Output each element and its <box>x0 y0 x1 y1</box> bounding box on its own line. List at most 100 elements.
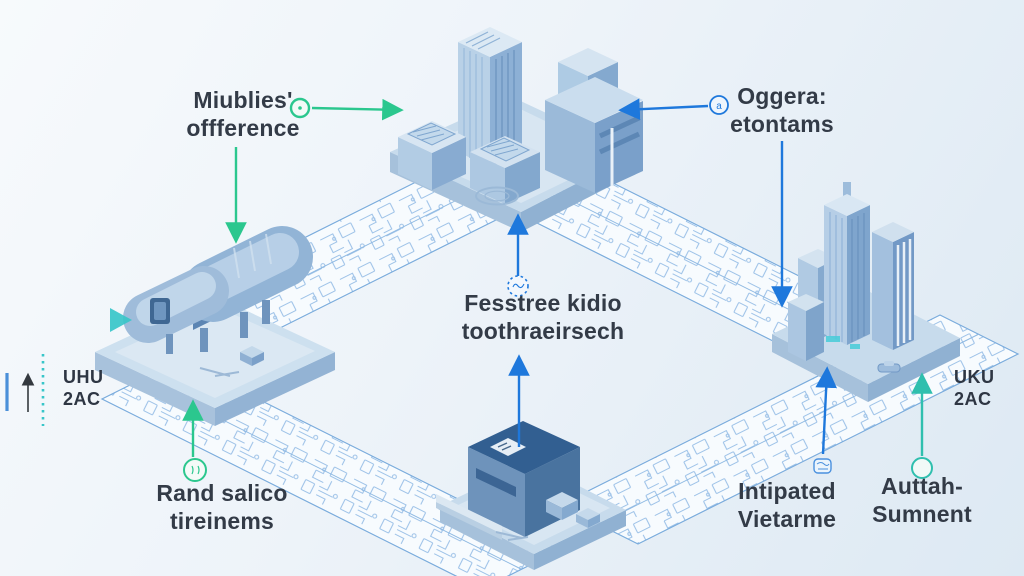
cube-left-face <box>468 447 525 537</box>
left-axis-marker-line1: UHU <box>63 367 104 387</box>
annotation-center: Fesstree kidio toothraeirsech <box>418 289 668 345</box>
blue-circle-glyph: a <box>716 101 722 112</box>
cube-side-window-band <box>476 468 516 497</box>
bottom-equipment <box>495 492 600 541</box>
blue-line-to-right-platform <box>815 366 837 455</box>
block-window-bands <box>598 115 641 155</box>
dashed-circle-glyph <box>512 283 525 289</box>
annotation-center-line1: Fesstree kidio <box>464 290 622 316</box>
block-left-face <box>545 100 595 193</box>
annotation-bottom-far-right-line2: Sumnent <box>872 501 972 528</box>
annotation-top-left-line2: offference <box>186 115 300 142</box>
blue-arrow-to-city <box>618 98 709 120</box>
city-tower-tall <box>458 27 522 167</box>
tower-windows-left <box>463 48 483 164</box>
annotation-bottom-mid-right: Intipated Vietarme <box>692 477 882 533</box>
car-shape <box>877 361 901 373</box>
tower-top-face <box>824 194 870 216</box>
tower-windows-left <box>829 212 843 342</box>
machine-opening-inner <box>154 302 166 320</box>
machine-legs <box>166 300 270 354</box>
tower-windows-right <box>851 213 865 342</box>
green-circle-icon-bottom <box>183 458 207 482</box>
cube-ramp-side <box>436 502 502 540</box>
annotation-top-right: Oggera: etontams <box>672 82 892 138</box>
bldg-left-face <box>398 137 432 190</box>
green-arrow-to-city <box>311 98 404 121</box>
tower-top-face <box>788 294 824 311</box>
tower-top-face <box>458 27 522 57</box>
right-tower-front <box>788 294 824 361</box>
annotation-top-left: Miublies' offference <box>128 86 358 142</box>
annotation-bottom-far-right-line1: Auttah- <box>881 473 963 499</box>
annotation-bottom-left: Rand salico tireinems <box>102 479 342 535</box>
city-helipad-inner <box>484 190 510 202</box>
annotation-bottom-far-right: Auttah- Sumnent <box>832 472 1012 528</box>
teal-pointer-icon <box>110 308 132 332</box>
teal-green-circle-icon <box>911 457 933 479</box>
scribble-box-icon <box>813 458 832 474</box>
equipment-box-right <box>252 352 264 366</box>
bottom-platform-left-face <box>440 506 534 570</box>
annotation-arrows: a <box>5 95 933 482</box>
right-axis-marker-label: UKU 2AC <box>954 367 995 410</box>
top-city-cluster <box>390 27 643 232</box>
machine-body-large-vents <box>233 233 272 279</box>
tower-right-face <box>806 302 824 361</box>
right-base-cyan-accents <box>826 336 860 349</box>
annotation-top-right-line2: etontams <box>730 111 834 138</box>
tower-top-face <box>558 48 618 76</box>
annotation-center-line2: toothraeirsech <box>461 318 625 345</box>
annotation-bottom-mid-right-line2: Vietarme <box>737 506 837 533</box>
blue-circle-icon <box>709 95 729 115</box>
equipment-box-front <box>240 352 252 366</box>
equipment-scraps <box>199 367 240 377</box>
tower-spire <box>843 182 851 198</box>
annotation-bottom-left-line2: tireinems <box>169 508 275 535</box>
equip2-right <box>588 514 600 528</box>
green-circle-dot <box>298 106 302 110</box>
bldg-roof-panel <box>479 137 531 162</box>
bldg-roof-grid <box>486 140 519 156</box>
tower-stripes <box>896 239 912 346</box>
bottom-platform-right-face <box>534 510 626 570</box>
city-block-right <box>545 77 643 193</box>
city-helipad <box>475 186 519 206</box>
tower-top-face <box>872 222 914 242</box>
machine-platform-right-face <box>215 352 335 426</box>
annotation-top-left-line1: Miublies' <box>193 87 293 113</box>
left-axis-marker-label: UHU 2AC <box>63 367 104 410</box>
right-tower-tall <box>824 182 870 345</box>
left-machine <box>95 226 335 426</box>
equip-right <box>562 500 578 520</box>
left-axis-marker-line2: 2AC <box>63 388 101 409</box>
car-cabin <box>884 361 894 366</box>
annotation-top-right-line1: Oggera: <box>737 83 827 109</box>
right-buildings-cluster <box>772 182 960 402</box>
right-platform-right-face <box>868 338 960 402</box>
right-axis-marker-line1: UKU <box>954 367 995 387</box>
tower-roof-grid <box>465 31 501 50</box>
tower-windows-right <box>495 50 515 166</box>
right-tower-striped <box>872 222 914 350</box>
scribble-lines <box>816 462 830 470</box>
equip-front <box>546 500 562 520</box>
machine-platform-equipment <box>199 346 264 377</box>
equip2-front <box>576 514 588 528</box>
scribble-box <box>813 458 832 474</box>
tower-left-face <box>872 232 893 350</box>
right-axis-marker-line2: 2AC <box>954 388 992 409</box>
bldg-roof-panel <box>406 122 457 146</box>
green-circle-bottom-glyph <box>191 465 200 475</box>
bldg-roof-grid <box>412 125 445 141</box>
bottom-cube-building <box>436 421 626 570</box>
city-building-front-left <box>398 121 466 190</box>
cube-top-label-marks <box>497 442 512 451</box>
bldg-right-face <box>432 137 466 190</box>
tower-left-face <box>788 302 806 361</box>
equip-scraps <box>495 531 529 541</box>
cube-ramp <box>436 494 502 534</box>
annotation-bottom-left-line1: Rand salico <box>156 480 288 506</box>
